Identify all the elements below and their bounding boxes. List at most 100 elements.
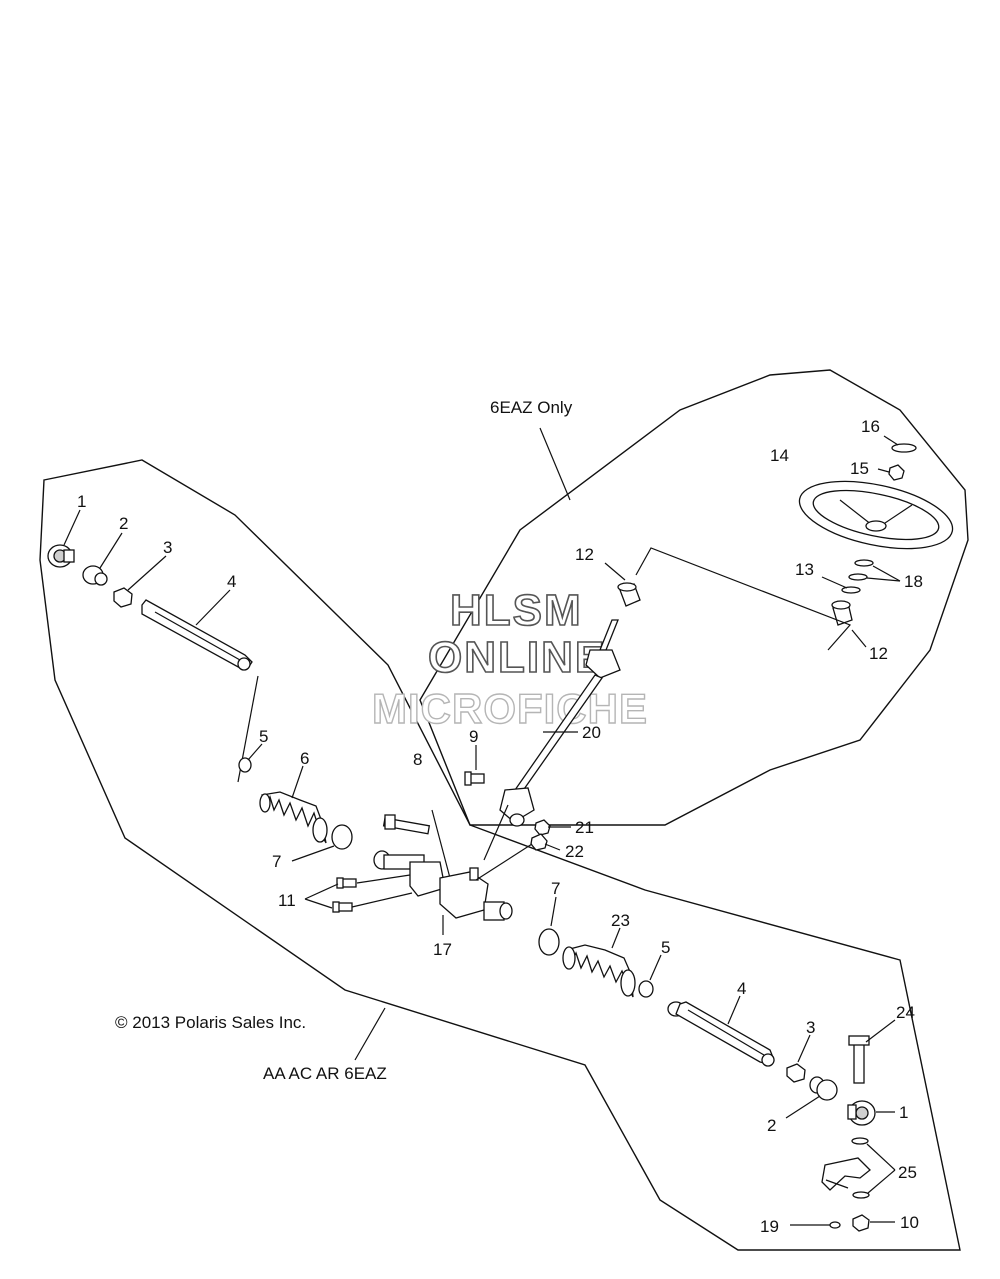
leader-23 bbox=[611, 927, 621, 949]
callout-10: 10 bbox=[900, 1213, 919, 1232]
leader-18a bbox=[872, 565, 901, 582]
inner-tie-rod-right bbox=[667, 1001, 775, 1067]
nut-21 bbox=[534, 819, 551, 836]
callout-4: 4 bbox=[737, 979, 746, 998]
leader-nut-to-gear bbox=[475, 843, 533, 881]
large-clamp-left bbox=[331, 824, 353, 850]
callout-3: 3 bbox=[163, 538, 172, 557]
bolt-24 bbox=[848, 1035, 870, 1084]
steering-wheel-group-outline bbox=[419, 369, 969, 826]
leader-7a bbox=[291, 845, 335, 862]
leader-15 bbox=[877, 468, 890, 473]
leader-4a bbox=[195, 589, 231, 626]
callout-2: 2 bbox=[767, 1116, 776, 1135]
leader-11-bolt-a bbox=[304, 883, 339, 900]
leader-7b bbox=[550, 896, 557, 927]
steering-wheel-group-leader bbox=[539, 427, 571, 501]
leader-4b bbox=[727, 995, 741, 1025]
callout-19: 19 bbox=[760, 1217, 779, 1236]
leader-shaft-to-gear bbox=[483, 804, 509, 861]
callout-7: 7 bbox=[272, 852, 281, 871]
flange-bushing-upper bbox=[617, 582, 641, 607]
leader-16 bbox=[883, 435, 899, 446]
bolt-8 bbox=[382, 814, 431, 835]
callout-21: 21 bbox=[575, 818, 594, 837]
cap-16 bbox=[891, 443, 917, 453]
jam-nut-left bbox=[82, 565, 108, 586]
hex-nut-right bbox=[786, 1063, 806, 1083]
leader-2b bbox=[785, 1095, 821, 1119]
callout-16: 16 bbox=[861, 417, 880, 436]
rack-group-leader bbox=[354, 1007, 386, 1061]
mounting-bolt-11a bbox=[336, 877, 357, 889]
tie-rod-end-right bbox=[847, 1100, 876, 1126]
leader-bolt-to-gear-b bbox=[351, 892, 413, 908]
rack-group-outline bbox=[39, 459, 961, 1251]
steering-boot-left bbox=[259, 791, 328, 844]
leader-24 bbox=[865, 1019, 896, 1043]
jam-nut-right bbox=[809, 1076, 838, 1101]
callout-25: 25 bbox=[898, 1163, 917, 1182]
hex-nut-left bbox=[113, 587, 133, 608]
callout-18: 18 bbox=[904, 572, 923, 591]
knuckle-bracket bbox=[821, 1157, 871, 1191]
leader-2a bbox=[99, 532, 123, 569]
callout-1: 1 bbox=[899, 1103, 908, 1122]
inner-tie-rod-left bbox=[141, 599, 253, 671]
callout-2: 2 bbox=[119, 514, 128, 533]
cotter-pin-19 bbox=[790, 1221, 841, 1229]
large-clamp-right bbox=[538, 928, 560, 956]
boot-clamp-left bbox=[238, 757, 252, 773]
steering-wheel-group-label: 6EAZ Only bbox=[490, 398, 573, 417]
leader-3b bbox=[797, 1034, 811, 1063]
leader-25a bbox=[866, 1143, 896, 1171]
callout-7: 7 bbox=[551, 879, 560, 898]
castle-nut-10 bbox=[852, 1214, 870, 1232]
bolt-9 bbox=[464, 771, 485, 786]
leader-5a bbox=[247, 743, 263, 761]
leader-5b bbox=[649, 954, 662, 981]
callout-12: 12 bbox=[869, 644, 888, 663]
flange-bushing-lower bbox=[831, 600, 853, 626]
callout-4: 4 bbox=[227, 572, 236, 591]
callout-17: 17 bbox=[433, 940, 452, 959]
callout-23: 23 bbox=[611, 911, 630, 930]
leader-12-lower bbox=[851, 629, 867, 648]
leader-13 bbox=[821, 576, 848, 589]
leader-18b bbox=[866, 577, 901, 582]
watermark-line-1: HLSM bbox=[450, 586, 583, 635]
callout-5: 5 bbox=[259, 727, 268, 746]
tie-rod-end-left bbox=[47, 544, 75, 568]
callout-11: 11 bbox=[278, 891, 296, 910]
mounting-bolt-11b bbox=[332, 901, 353, 913]
leader-1a bbox=[63, 509, 81, 546]
callout-24: 24 bbox=[896, 1003, 915, 1022]
watermark-line-2: ONLINE bbox=[428, 633, 606, 682]
leader-bolt-to-gear-a bbox=[356, 874, 411, 884]
leader-22 bbox=[544, 843, 561, 851]
watermark-line-3: MICROFICHE bbox=[372, 685, 648, 732]
leader-8-to-gear bbox=[431, 809, 451, 879]
copyright-text: © 2013 Polaris Sales Inc. bbox=[115, 1013, 306, 1032]
callout-14: 14 bbox=[770, 446, 789, 465]
leader-12-upper bbox=[604, 562, 626, 581]
leader-11-bolt-b bbox=[304, 898, 333, 909]
rack-group-label: AA AC AR 6EAZ bbox=[263, 1064, 387, 1083]
leader-3a bbox=[127, 555, 167, 591]
callout-13: 13 bbox=[795, 560, 814, 579]
callout-3: 3 bbox=[806, 1018, 815, 1037]
shaft-to-wheel-leader bbox=[635, 547, 852, 651]
steering-gear-housing bbox=[373, 850, 513, 921]
steering-shaft bbox=[499, 619, 621, 827]
steering-wheel bbox=[798, 480, 954, 550]
callout-9: 9 bbox=[469, 727, 478, 746]
callout-6: 6 bbox=[300, 749, 309, 768]
steering-boot-right bbox=[562, 944, 636, 998]
callout-5: 5 bbox=[661, 938, 670, 957]
callout-1: 1 bbox=[77, 492, 86, 511]
callout-22: 22 bbox=[565, 842, 584, 861]
callout-15: 15 bbox=[850, 459, 869, 478]
callout-20: 20 bbox=[582, 723, 601, 742]
nut-15 bbox=[888, 464, 905, 481]
